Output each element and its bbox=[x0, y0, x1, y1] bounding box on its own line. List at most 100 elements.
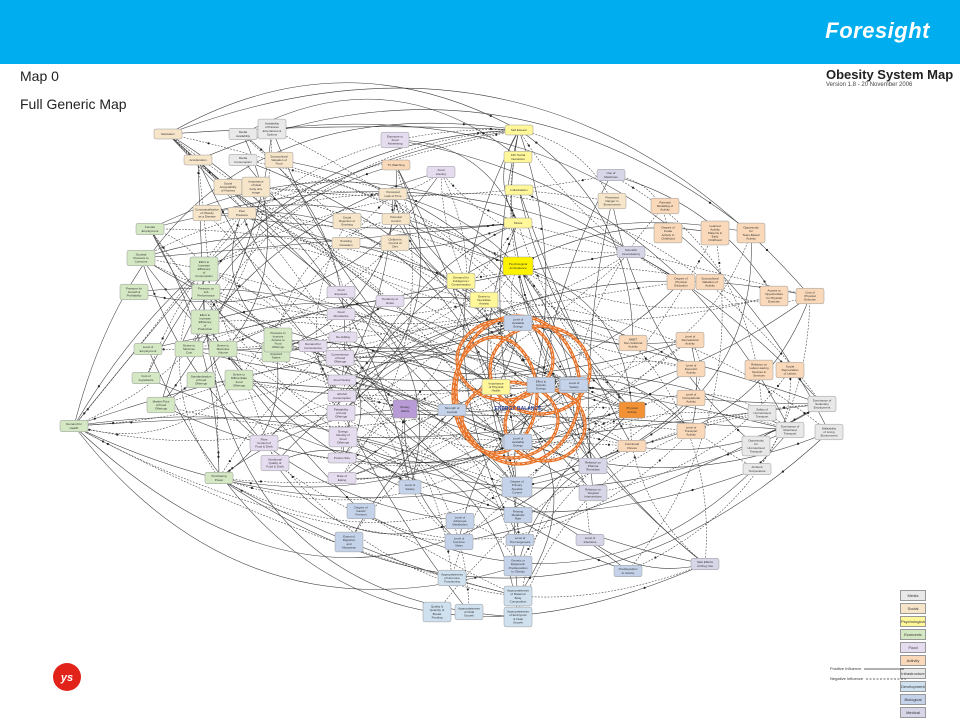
influence-link bbox=[339, 356, 517, 443]
arrow-head bbox=[531, 482, 535, 486]
arrow-head bbox=[93, 417, 96, 420]
arrow-head bbox=[440, 525, 443, 529]
influence-link bbox=[341, 395, 470, 613]
influence-link bbox=[340, 291, 420, 488]
influence-link bbox=[631, 295, 811, 447]
influence-link bbox=[263, 400, 406, 444]
arrow-head bbox=[522, 358, 525, 362]
arrow-head bbox=[370, 193, 373, 196]
map-title: Map 0 bbox=[20, 68, 59, 84]
arrow-head bbox=[401, 449, 404, 452]
arrow-head bbox=[649, 392, 652, 396]
arrow-head bbox=[617, 393, 620, 396]
arrow-head bbox=[162, 246, 165, 249]
node-stress: Stress bbox=[503, 217, 533, 229]
node-acculturation: Acculturation bbox=[183, 154, 213, 166]
arrow-head bbox=[697, 260, 701, 263]
influence-link bbox=[632, 342, 707, 565]
node-label: Education bbox=[161, 132, 175, 136]
influence-link bbox=[222, 300, 391, 350]
arrow-head bbox=[588, 428, 591, 431]
legend-item-economic: Economic bbox=[900, 629, 926, 640]
arrow-head bbox=[506, 237, 509, 241]
influence-link bbox=[167, 133, 411, 488]
influence-link bbox=[167, 126, 520, 135]
arrow-head bbox=[559, 365, 562, 368]
influence-link bbox=[73, 212, 243, 427]
map-subtitle: Full Generic Map bbox=[20, 96, 127, 112]
influence-link bbox=[145, 129, 520, 379]
influence-link bbox=[133, 171, 442, 303]
arrow-head bbox=[572, 468, 575, 471]
influence-link bbox=[206, 191, 823, 405]
arrow-head bbox=[654, 556, 657, 559]
influence-link bbox=[510, 265, 519, 324]
influence-link bbox=[218, 408, 406, 479]
arrow-head bbox=[250, 486, 254, 490]
influence-link bbox=[203, 251, 632, 325]
arrow-head bbox=[763, 280, 766, 283]
arrow-head bbox=[418, 390, 422, 393]
arrow-head bbox=[612, 420, 615, 423]
influence-link bbox=[73, 425, 460, 543]
influence-link bbox=[167, 133, 634, 344]
arrow-head bbox=[395, 204, 398, 207]
influence-link bbox=[341, 164, 413, 479]
arrow-head bbox=[495, 258, 499, 262]
negative-line-icon bbox=[866, 678, 907, 679]
arrow-head bbox=[783, 406, 786, 409]
arrow-head bbox=[391, 208, 394, 211]
arrow-head bbox=[415, 199, 418, 203]
influence-link bbox=[518, 129, 634, 344]
influence-link bbox=[515, 403, 823, 443]
influence-link bbox=[518, 189, 682, 283]
arrow-head bbox=[644, 357, 647, 360]
arrow-head bbox=[479, 275, 483, 278]
